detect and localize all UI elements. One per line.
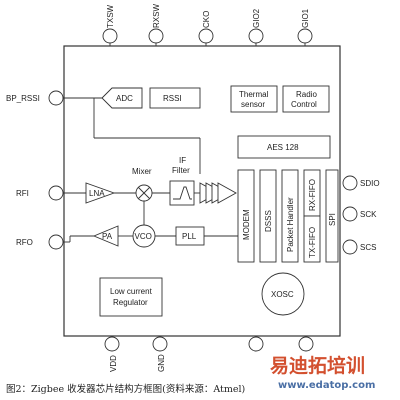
bandpass-icon <box>173 186 192 200</box>
pin-label-scs: SCS <box>360 243 376 252</box>
pin-bp-rssi <box>48 90 64 106</box>
lna-block <box>85 182 116 204</box>
pin-gio1 <box>297 28 313 44</box>
right-pins: SDIO SCK SCS <box>342 175 380 255</box>
modem-label: MODEM <box>242 209 251 240</box>
radio-label-2: Control <box>291 100 317 109</box>
watermark: 易迪拓培训 www.edatop.com <box>260 352 394 391</box>
top-pins: TXSW RXSW CKO GIO2 GIO1 <box>102 4 313 46</box>
pin-label-rfo: RFO <box>16 238 33 247</box>
packet-handler-label: Packet Handler <box>286 197 295 252</box>
pin-label-cko: CKO <box>202 11 211 28</box>
thermal-label-1: Thermal <box>239 90 269 99</box>
digital-core: MODEM DSSS Packet Handler RX-FIFO TX-FIF… <box>237 169 339 263</box>
pin-rfo <box>48 234 64 250</box>
pin-rfi <box>48 185 64 201</box>
tx-fifo-label: TX-FIFO <box>308 227 317 258</box>
pin-label-txsw: TXSW <box>106 4 115 28</box>
pin-bottom-4 <box>298 336 314 352</box>
pin-label-gio1: GIO1 <box>301 8 310 28</box>
modem-block <box>237 169 255 263</box>
lna-label: LNA <box>89 189 105 198</box>
adc-block <box>101 87 143 109</box>
pin-bottom-3 <box>248 336 264 352</box>
pin-vdd <box>104 336 120 352</box>
spi-block <box>325 169 339 263</box>
regulator-label-1: Low current <box>110 287 153 296</box>
pin-label-rxsw: RXSW <box>152 4 161 28</box>
radio-control-block <box>282 85 330 113</box>
pin-label-gio2: GIO2 <box>252 8 261 28</box>
if-label-2: Filter <box>172 166 190 175</box>
mixer-label: Mixer <box>132 167 152 176</box>
packet-handler-block <box>281 169 299 263</box>
pin-label-gnd: GND <box>157 354 166 372</box>
vco-label: VCO <box>135 232 152 241</box>
rssi-label: RSSI <box>163 94 182 103</box>
figure-caption: 图2：Zigbee 收发器芯片结构方框图(资料来源：Atmel) <box>6 383 245 395</box>
pin-txsw <box>102 28 118 44</box>
pin-label-rfi: RFI <box>16 189 29 198</box>
tx-fifo-block <box>303 215 321 263</box>
low-current-regulator-block <box>99 277 163 317</box>
pin-sck <box>342 206 358 222</box>
thermal-label-2: sensor <box>241 100 265 109</box>
rssi-block <box>149 87 201 109</box>
pin-sdio <box>342 175 358 191</box>
if-label-1: IF <box>179 156 186 165</box>
xosc-block <box>261 272 305 316</box>
aes-128-block <box>237 135 331 159</box>
pa-label: PA <box>102 232 113 241</box>
pin-cko <box>198 28 214 44</box>
pin-label-sdio: SDIO <box>360 179 380 188</box>
left-pins: BP_RSSI RFI RFO <box>6 90 64 250</box>
rx-fifo-label: RX-FIFO <box>308 179 317 211</box>
xosc-label: XOSC <box>271 290 294 299</box>
adc-label: ADC <box>116 94 133 103</box>
pll-label: PLL <box>182 232 197 241</box>
spi-label: SPI <box>328 213 337 226</box>
bottom-pins: VDD GND <box>104 336 314 372</box>
regulator-label-2: Regulator <box>113 298 148 307</box>
aes-label: AES 128 <box>267 143 299 152</box>
pin-gnd <box>152 336 168 352</box>
pin-scs <box>342 239 358 255</box>
watermark-url: www.edatop.com <box>278 380 375 391</box>
if-amplifier-chain <box>199 182 237 204</box>
thermal-sensor-block <box>230 85 278 113</box>
pin-gio2 <box>248 28 264 44</box>
pin-label-bp-rssi: BP_RSSI <box>6 94 40 103</box>
pin-rxsw <box>148 28 164 44</box>
pin-label-vdd: VDD <box>109 355 118 372</box>
pin-label-sck: SCK <box>360 210 377 219</box>
watermark-brand: 易迪拓培训 <box>270 354 365 377</box>
dsss-label: DSSS <box>264 210 273 232</box>
radio-label-1: Radio <box>296 90 317 99</box>
dsss-block <box>259 169 277 263</box>
